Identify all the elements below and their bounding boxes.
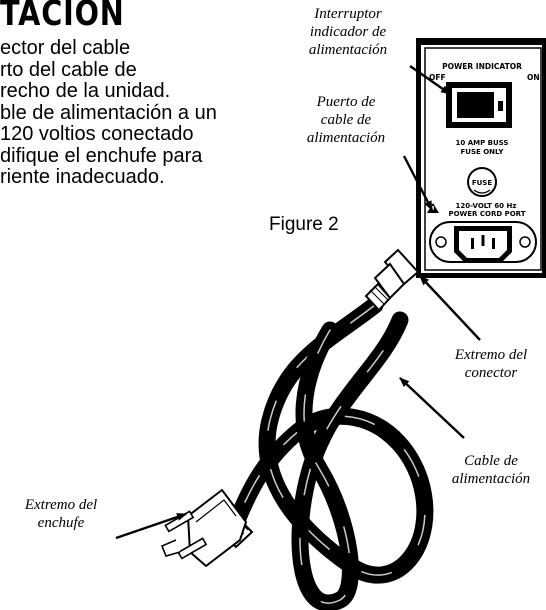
cord-connector xyxy=(364,248,420,312)
caption-line: alimentación xyxy=(308,42,388,58)
fuse-rating-line1: 10 AMP BUSS xyxy=(456,139,509,147)
callout-arrows xyxy=(115,65,481,540)
fuse-label: FUSE xyxy=(472,179,493,187)
cord-caption: Cable de alimentación xyxy=(436,452,546,488)
instruction-line: difique el enchufe para xyxy=(0,144,203,167)
connector-end-caption: Extremo del conector xyxy=(436,346,546,382)
caption-line: Interruptor xyxy=(314,6,382,22)
caption-line: Cable de xyxy=(464,453,518,469)
caption-line: conector xyxy=(464,365,518,381)
power-indicator-label: POWER INDICATOR xyxy=(442,62,522,71)
caption-line: cable de xyxy=(320,112,372,128)
caption-line: indicador de xyxy=(309,24,387,40)
fuse-rating-line2: FUSE ONLY xyxy=(461,148,505,156)
port-label: POWER CORD PORT xyxy=(448,210,525,218)
instruction-line: 120 voltios conectado xyxy=(0,123,194,145)
power-cord xyxy=(221,296,434,610)
instruction-line: recho de la unidad. xyxy=(0,80,171,102)
fuse-holder xyxy=(467,167,497,197)
voltage-label: 120-VOLT 60 Hz xyxy=(456,202,517,210)
instruction-line: ector del cable xyxy=(0,37,131,59)
instruction-text: ector del cable rto del cable de recho d… xyxy=(0,37,217,189)
instruction-line: ble de alimentación a un xyxy=(0,101,217,124)
power-switch[interactable] xyxy=(446,82,512,128)
caption-line: enchufe xyxy=(37,515,85,531)
switch-caption: Interruptor indicador de alimentación xyxy=(288,5,408,59)
figure-label: Figure 2 xyxy=(269,214,339,235)
caption-line: alimentación xyxy=(451,471,531,487)
section-heading: TACION xyxy=(0,0,125,34)
instruction-line: riente inadecuado. xyxy=(0,166,165,188)
plug-end-caption: Extremo del enchufe xyxy=(6,496,116,532)
caption-line: alimentación xyxy=(306,130,386,146)
instruction-line: rto del cable de xyxy=(0,58,137,81)
caption-line: Extremo del xyxy=(24,497,98,513)
port-caption: Puerto de cable de alimentación xyxy=(286,93,406,147)
caption-line: Extremo del xyxy=(454,347,528,363)
panel-labels: POWER INDICATOR OFF ON 10 AMP BUSS FUSE … xyxy=(429,62,540,218)
off-label: OFF xyxy=(429,73,446,82)
power-cord-port xyxy=(429,221,537,263)
on-label: ON xyxy=(527,73,540,82)
caption-line: Puerto de xyxy=(316,94,376,110)
